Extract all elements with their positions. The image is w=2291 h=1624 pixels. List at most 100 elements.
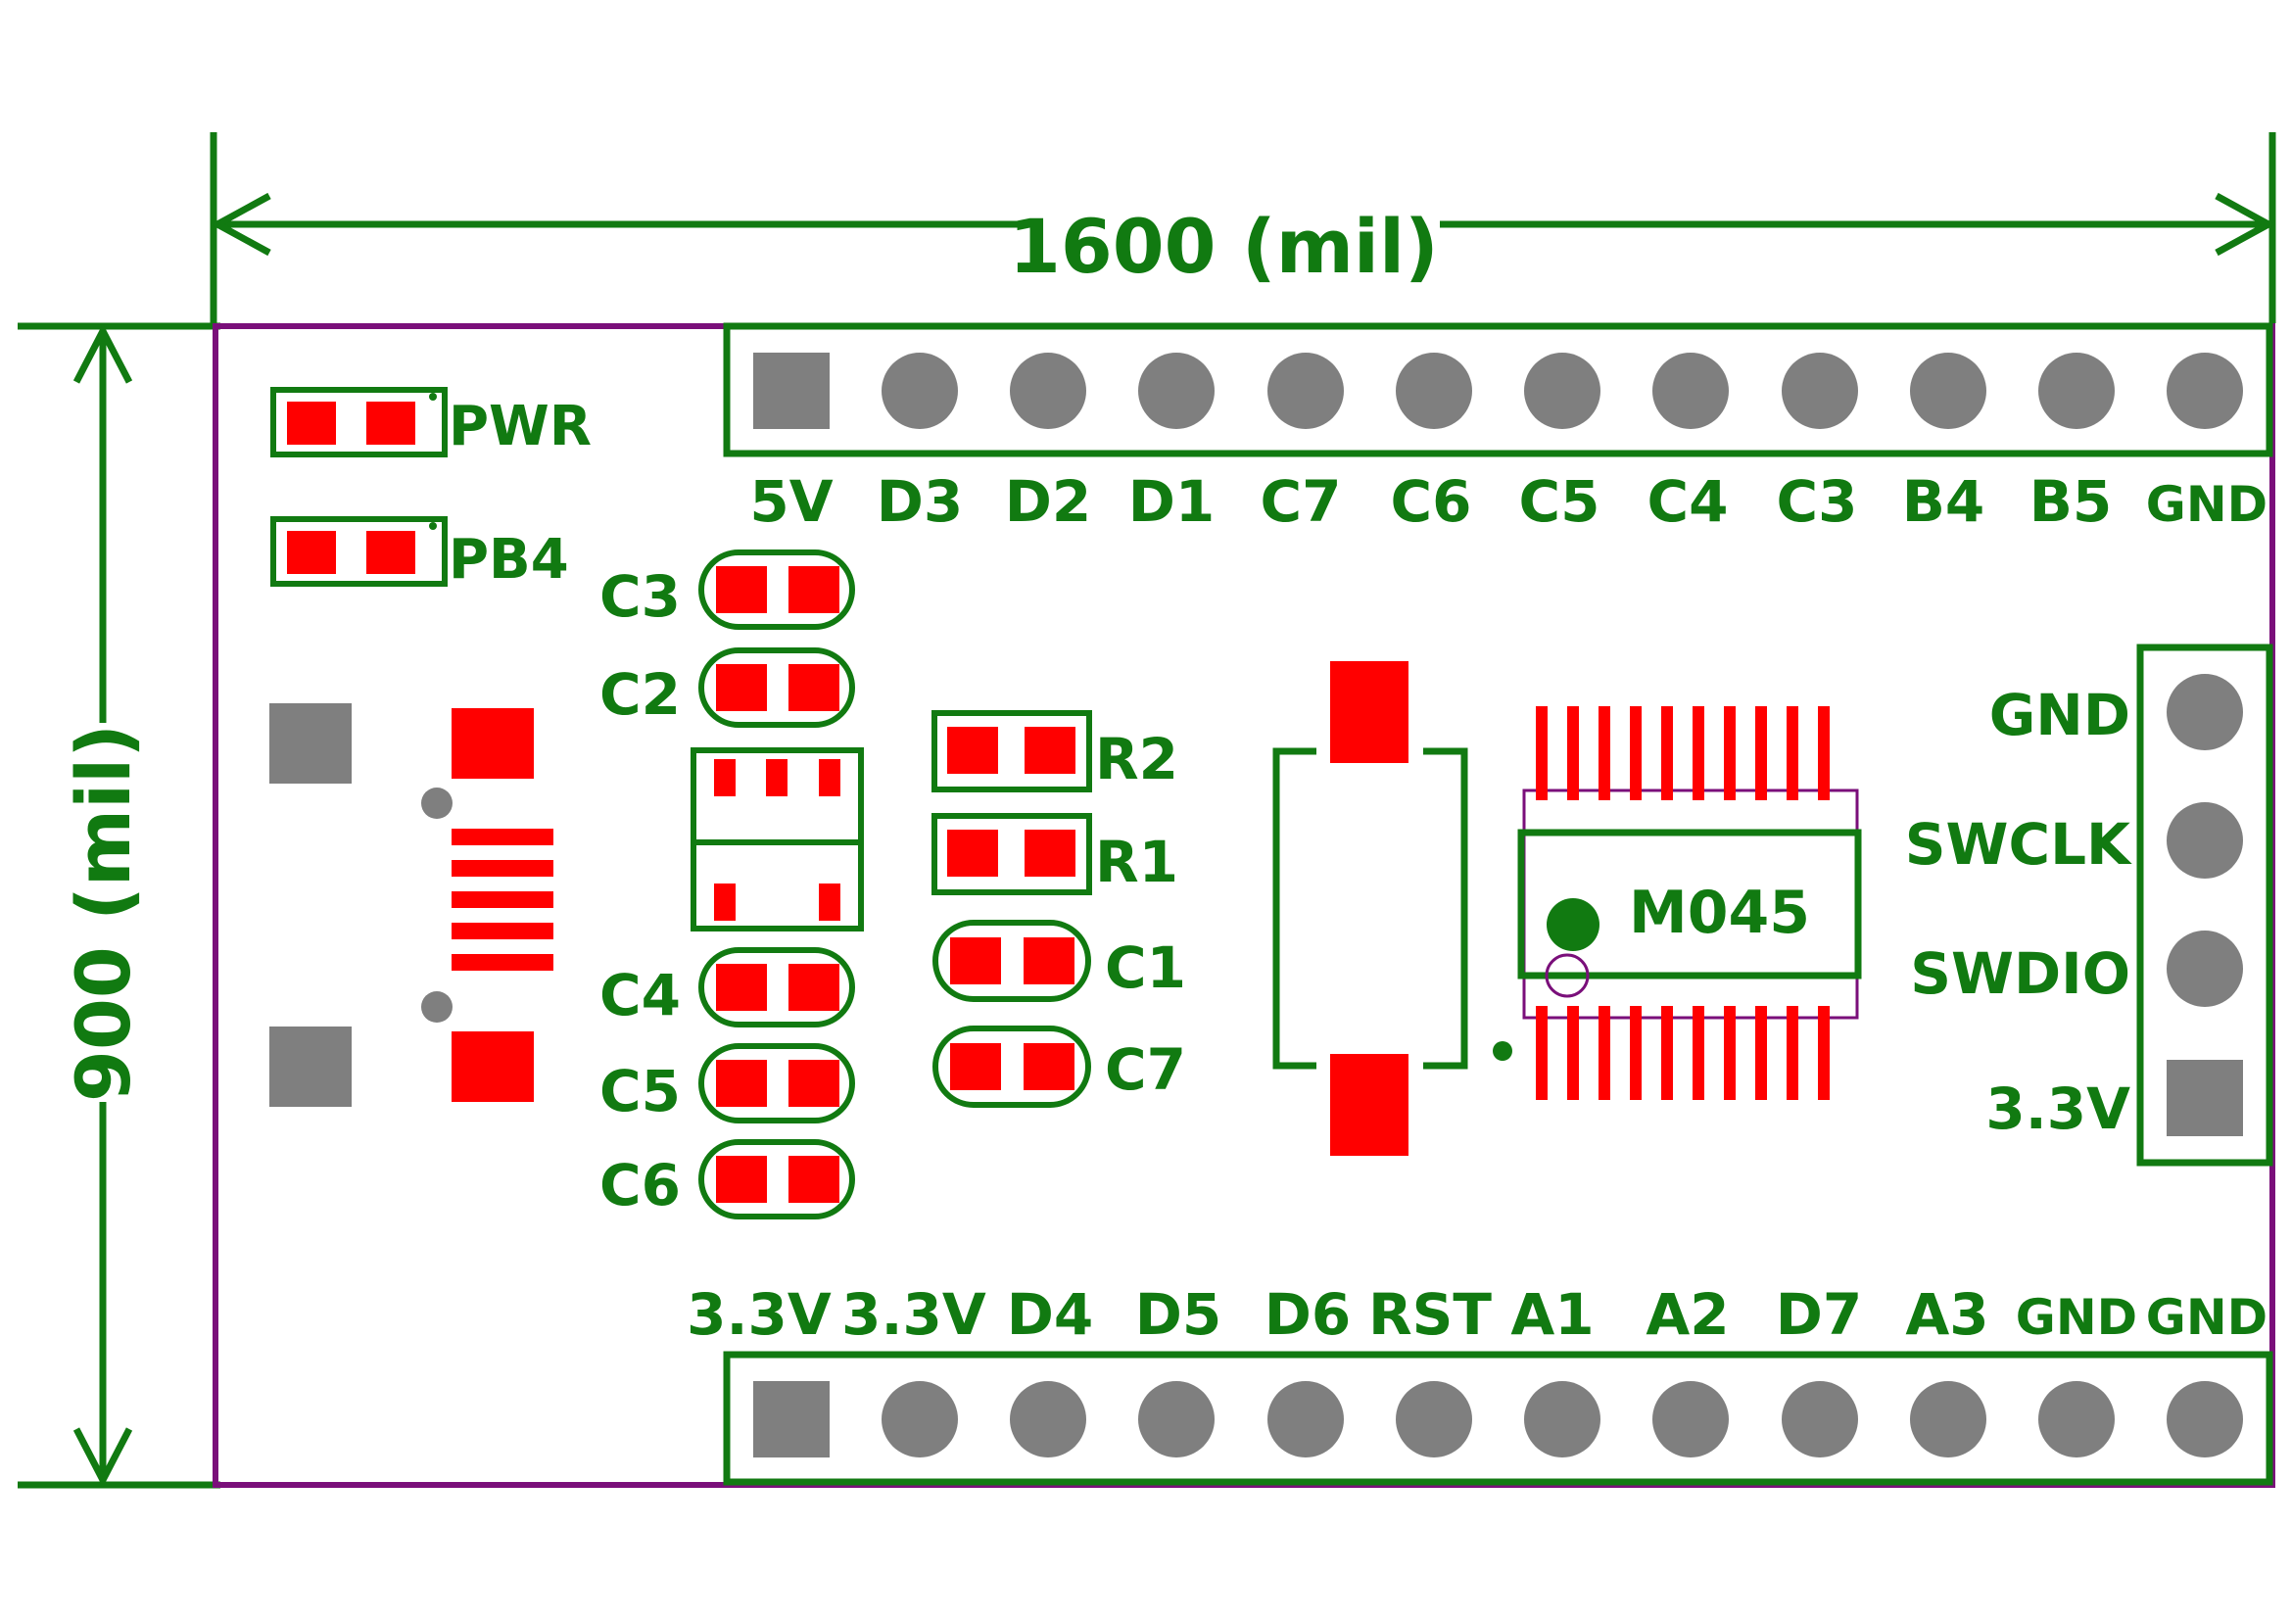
width-arrow-right-icon: [2215, 192, 2276, 257]
led-pb4-polarity-dot: [429, 522, 437, 530]
resistor-r2-pad-1: [947, 727, 998, 774]
bottom-pin-11-pad: [2038, 1381, 2115, 1457]
swd-pin-1-pad: [2167, 674, 2243, 750]
mcu-pin: [1599, 1006, 1610, 1100]
capacitor-c1-pad-2: [1024, 937, 1074, 984]
bottom-pin-label: A1: [1510, 1281, 1594, 1348]
usb-locating-hole-top: [421, 788, 453, 819]
capacitor-c5-pad-1: [716, 1060, 767, 1107]
mcu-body-outline: [1517, 829, 1862, 979]
top-pin-5-pad: [1267, 353, 1344, 429]
bottom-header-outline: [723, 1351, 2273, 1486]
mcu-pin: [1567, 706, 1579, 800]
usb-shield-pad-bottom: [269, 1027, 352, 1107]
led-pwr-label: PWR: [449, 395, 592, 458]
capacitor-c6-label: C6: [599, 1152, 681, 1218]
reset-button-outline-left: [1272, 747, 1316, 1070]
width-dimension-label: 1600 (mil): [1009, 203, 1439, 290]
usb-mount-pad-top: [452, 708, 534, 779]
mcu-pin: [1693, 706, 1704, 800]
resistor-r2-label: R2: [1095, 726, 1178, 792]
voltage-regulator: [691, 747, 864, 931]
reset-button-pad-top: [1330, 661, 1408, 763]
capacitor-c4-outline: [698, 947, 855, 1027]
mcu-ic: M045: [1517, 706, 1862, 1100]
usb-signal-pad-5: [452, 954, 553, 971]
regulator-pad-3: [819, 759, 840, 796]
bottom-pin-labels: 3.3V 3.3V D4 D5 D6 RST A1 A2 D7 A3 GND G…: [687, 1281, 2267, 1348]
bottom-pin-label: A3: [1905, 1281, 1988, 1348]
bottom-pin-label: GND: [2146, 1289, 2267, 1346]
resistor-r2: R2: [931, 710, 1178, 792]
mcu-pin: [1661, 1006, 1673, 1100]
mcu-pin: [1630, 706, 1642, 800]
mcu-pin: [1599, 706, 1610, 800]
capacitor-c7-outline: [932, 1026, 1091, 1108]
top-pin-label: C4: [1647, 468, 1729, 535]
top-pin-8-pad: [1652, 353, 1729, 429]
capacitor-c7: C7: [932, 1026, 1186, 1108]
mcu-pin: [1755, 1006, 1767, 1100]
top-pin-labels: 5V D3 D2 D1 C7 C6 C5 C4 C3 B4 B5 GND: [749, 468, 2267, 535]
top-pin-6-pad: [1396, 353, 1472, 429]
bottom-pin-label: RST: [1368, 1281, 1492, 1348]
capacitor-c5-pad-2: [788, 1060, 839, 1107]
bottom-pin-2-pad: [882, 1381, 958, 1457]
capacitor-c3-pad-2: [788, 566, 839, 613]
top-pin-10-pad: [1910, 353, 1986, 429]
top-pin-label: B4: [1902, 468, 1985, 535]
mcu-pin: [1787, 706, 1798, 800]
reset-button-pad-bottom: [1330, 1054, 1408, 1156]
swd-pin-2-pad: [2167, 802, 2243, 879]
led-pb4: PB4: [270, 516, 569, 592]
resistor-r1-outline: [931, 813, 1092, 895]
top-pin-label: B5: [2029, 468, 2113, 535]
top-pin-3-pad: [1010, 353, 1086, 429]
mcu-pin: [1755, 706, 1767, 800]
capacitor-c7-label: C7: [1105, 1036, 1186, 1103]
capacitor-c5-outline: [698, 1043, 855, 1123]
capacitor-c7-pad-2: [1024, 1043, 1074, 1090]
capacitor-c5: C5: [599, 1043, 855, 1124]
bottom-pin-1-square-pad: [753, 1381, 830, 1457]
resistor-r2-pad-2: [1025, 727, 1075, 774]
regulator-pad-1: [714, 759, 736, 796]
bottom-pin-label: A2: [1646, 1281, 1729, 1348]
usb-signal-pad-4: [452, 923, 553, 939]
top-pin-label: 5V: [749, 468, 833, 535]
capacitor-c1-pad-1: [950, 937, 1001, 984]
bottom-pin-5-pad: [1267, 1381, 1344, 1457]
top-pin-label: C6: [1391, 468, 1472, 535]
regulator-pad-5: [819, 884, 840, 921]
width-dimension: [210, 132, 2276, 323]
led-pwr-pad-2: [366, 402, 415, 445]
bottom-pin-12-pad: [2167, 1381, 2243, 1457]
capacitor-c2-pad-2: [788, 664, 839, 711]
led-pb4-pad-2: [366, 531, 415, 574]
capacitor-c3: C3: [599, 549, 855, 630]
swd-pin-label: GND: [1989, 682, 2130, 748]
reset-button-outline-right: [1423, 747, 1468, 1070]
top-pin-label: D2: [1005, 468, 1092, 535]
top-header: [723, 322, 2273, 457]
height-arrow-top-icon: [72, 323, 133, 384]
swd-pin-label: SWCLK: [1905, 811, 2132, 878]
mcu-pin: [1818, 706, 1830, 800]
bottom-pin-7-pad: [1524, 1381, 1600, 1457]
capacitor-c2-outline: [698, 647, 855, 728]
top-pin-12-pad: [2167, 353, 2243, 429]
usb-signal-pad-2: [452, 860, 553, 877]
bottom-pin-label: D6: [1265, 1281, 1352, 1348]
capacitor-c6-pad-2: [788, 1156, 839, 1203]
mcu-pin: [1693, 1006, 1704, 1100]
led-pwr-outline: [270, 387, 448, 457]
bottom-pin-4-pad: [1138, 1381, 1215, 1457]
resistor-r2-outline: [931, 710, 1092, 792]
bottom-pin-label: D5: [1135, 1281, 1222, 1348]
width-arrow-left-icon: [210, 192, 271, 257]
mcu-pin: [1630, 1006, 1642, 1100]
bottom-pin-10-pad: [1910, 1381, 1986, 1457]
reset-button-marker-dot: [1493, 1041, 1512, 1061]
top-pin-label: D3: [877, 468, 964, 535]
